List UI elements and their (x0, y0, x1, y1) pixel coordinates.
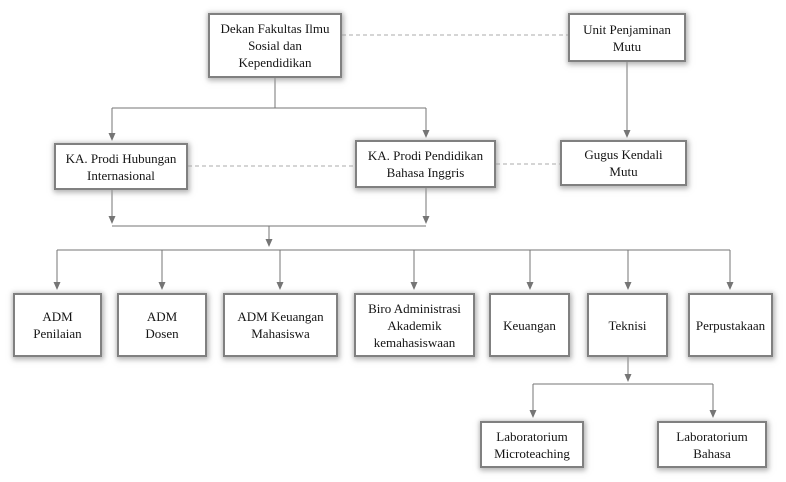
node-gugus-kendali-mutu-label: Gugus Kendali Mutu (584, 147, 663, 179)
node-keuangan-label: Keuangan (503, 317, 556, 333)
node-adm-penilaian-label: ADM Penilaian (33, 309, 82, 341)
node-teknisi-label: Teknisi (608, 317, 647, 333)
node-ka-prodi-pendidikan: KA. Prodi Pendidikan Bahasa Inggris (355, 140, 496, 188)
node-biro-administrasi-label: Biro Administrasi Akademik kemahasiswaan (368, 300, 461, 350)
node-unit-penjaminan-mutu: Unit Penjaminan Mutu (568, 13, 686, 62)
node-lab-bahasa-label: Laboratorium Bahasa (676, 428, 748, 461)
node-adm-keuangan-mahasiswa: ADM Keuangan Mahasiswa (223, 293, 338, 357)
node-unit-penjaminan-mutu-label: Unit Penjaminan Mutu (583, 21, 671, 54)
node-teknisi: Teknisi (587, 293, 668, 357)
node-keuangan: Keuangan (489, 293, 570, 357)
node-adm-dosen-label: ADM Dosen (145, 309, 179, 341)
node-perpustakaan: Perpustakaan (688, 293, 773, 357)
node-ka-prodi-pendidikan-label: KA. Prodi Pendidikan Bahasa Inggris (367, 148, 484, 180)
node-ka-prodi-hubungan: KA. Prodi Hubungan Internasional (54, 143, 188, 190)
node-biro-administrasi: Biro Administrasi Akademik kemahasiswaan (354, 293, 475, 357)
node-perpustakaan-label: Perpustakaan (695, 317, 766, 333)
node-adm-penilaian: ADM Penilaian (13, 293, 102, 357)
node-ka-prodi-hubungan-label: KA. Prodi Hubungan Internasional (65, 150, 177, 183)
node-lab-bahasa: Laboratorium Bahasa (657, 421, 767, 468)
node-adm-dosen: ADM Dosen (117, 293, 207, 357)
node-dekan-label: Dekan Fakultas Ilmu Sosial dan Kependidi… (220, 21, 330, 70)
node-gugus-kendali-mutu: Gugus Kendali Mutu (560, 140, 687, 186)
node-dekan: Dekan Fakultas Ilmu Sosial dan Kependidi… (208, 13, 342, 78)
node-adm-keuangan-mahasiswa-label: ADM Keuangan Mahasiswa (237, 309, 324, 341)
node-lab-microteaching-label: Laboratorium Microteaching (494, 428, 570, 461)
node-lab-microteaching: Laboratorium Microteaching (480, 421, 584, 468)
